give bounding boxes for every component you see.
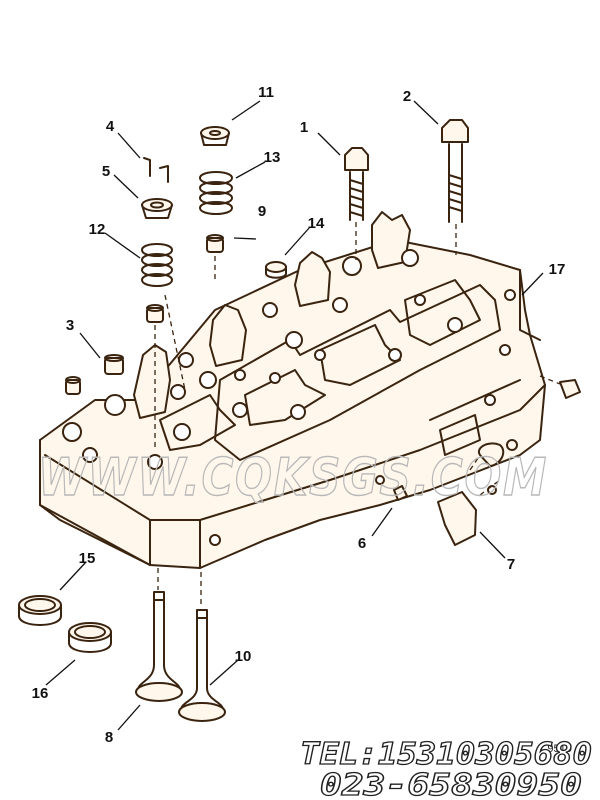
callout-12: 12 xyxy=(89,221,106,238)
valve-seat-insert-intake xyxy=(68,622,112,653)
callout-16: 16 xyxy=(32,685,49,702)
intake-valve xyxy=(178,572,226,722)
elbow-fitting xyxy=(437,439,518,546)
bolt-long xyxy=(441,119,469,255)
callout-8: 8 xyxy=(105,729,113,746)
callout-6: 6 xyxy=(358,535,366,552)
valve-seat-insert-exhaust xyxy=(18,595,62,626)
callout-14: 14 xyxy=(308,215,325,232)
threaded-plug-left xyxy=(104,354,124,375)
callout-11: 11 xyxy=(258,84,274,101)
callout-1: 1 xyxy=(300,119,308,136)
callout-13: 13 xyxy=(264,149,281,166)
valve-stem-seal-upper xyxy=(206,234,224,280)
valve-spring-lower xyxy=(141,243,173,287)
small-plug xyxy=(393,485,408,501)
contact-phone: TEL:15310305680 xyxy=(300,737,592,772)
callout-3: 3 xyxy=(66,317,74,334)
threaded-plug-small xyxy=(65,376,81,395)
valve-keepers xyxy=(143,157,169,183)
callout-7: 7 xyxy=(507,556,515,573)
exhaust-valve xyxy=(135,568,183,702)
contact-landline: 023-65830950 xyxy=(320,768,582,800)
bolt-short xyxy=(344,147,369,260)
valve-stem-seal-lower xyxy=(146,294,186,450)
leader-lines xyxy=(45,100,544,731)
callout-labels: 1 2 3 4 5 6 7 8 9 10 11 12 13 14 15 16 1… xyxy=(32,84,566,746)
cylinder-head xyxy=(39,211,546,569)
callout-4: 4 xyxy=(106,118,115,135)
side-plug-right xyxy=(539,375,581,399)
callout-2: 2 xyxy=(403,88,411,105)
watermark-text: WWW.CQKSGS.COM xyxy=(38,448,548,508)
callout-5: 5 xyxy=(102,163,110,180)
spring-retainer xyxy=(141,198,173,219)
valve-spring-upper xyxy=(199,171,233,215)
cup-plug xyxy=(265,261,287,279)
callout-10: 10 xyxy=(235,648,252,665)
callout-9: 9 xyxy=(258,203,266,220)
valve-rotator xyxy=(200,126,230,146)
figure-code: 1 9510 xyxy=(538,743,572,755)
callout-15: 15 xyxy=(79,550,96,567)
callout-17: 17 xyxy=(549,261,566,278)
